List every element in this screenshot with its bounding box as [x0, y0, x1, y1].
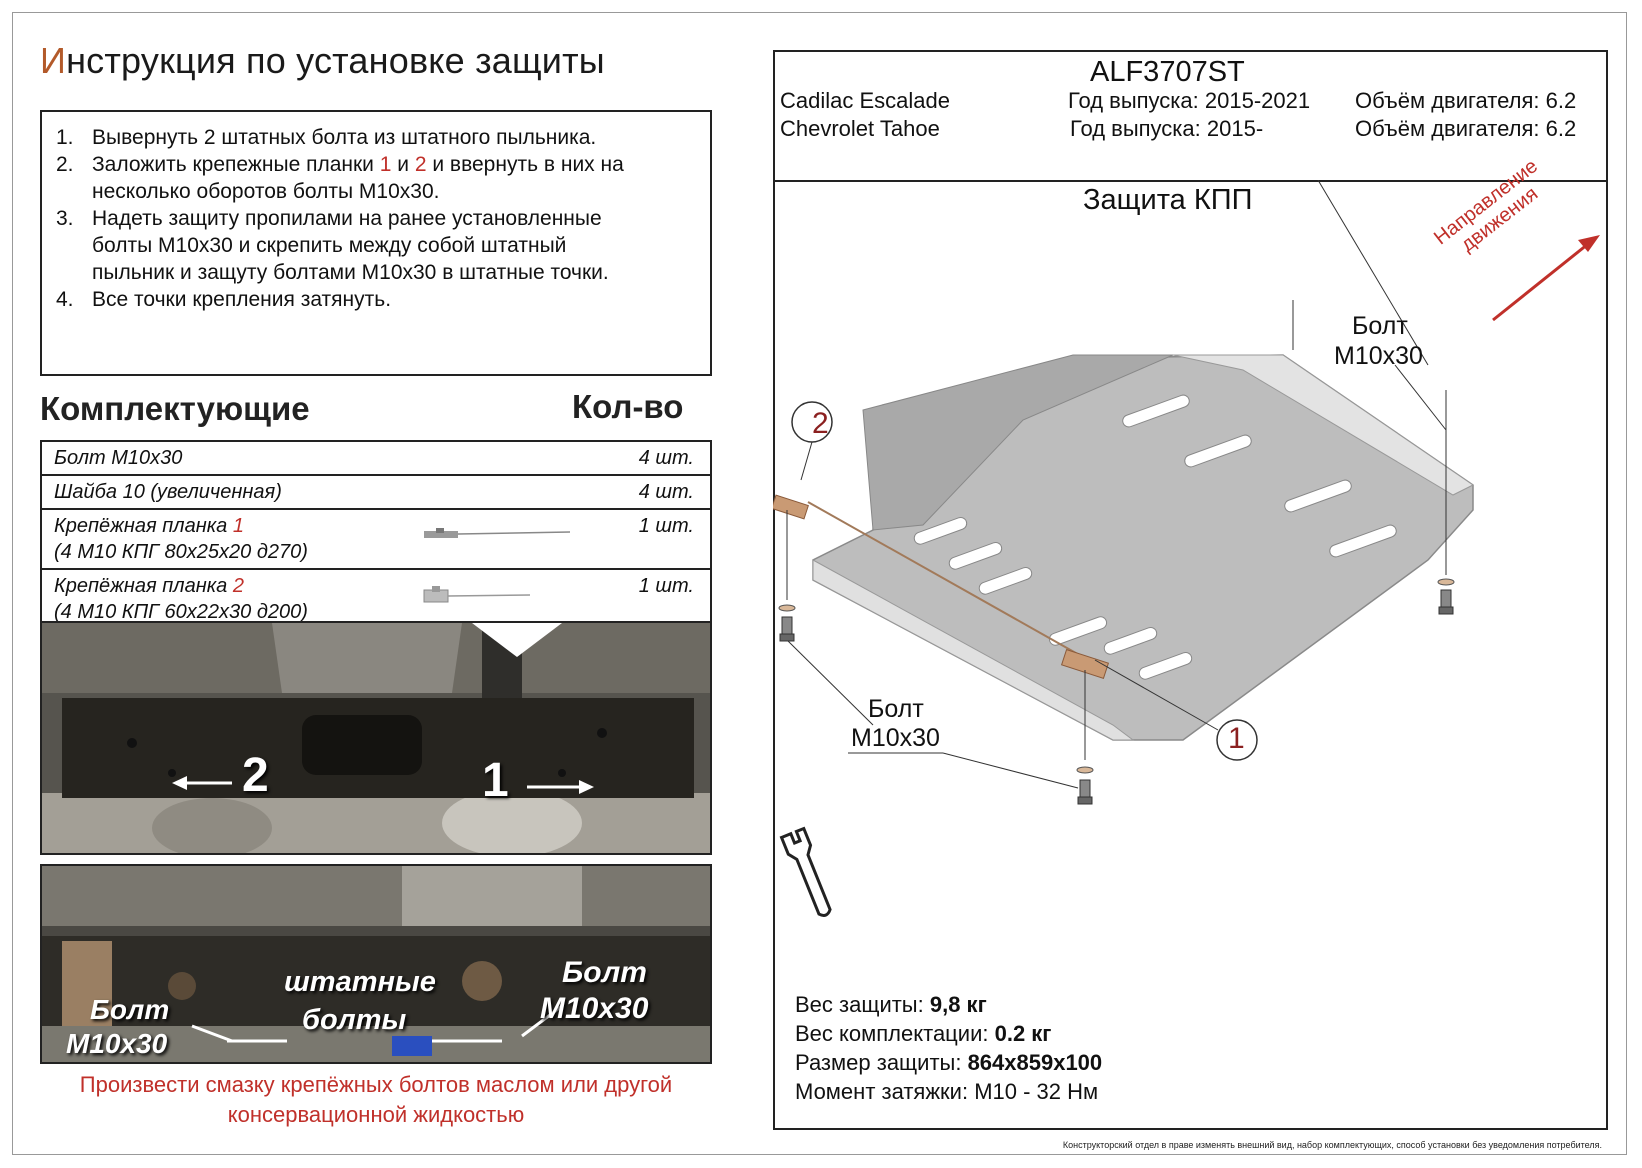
specs-block: Вес защиты: 9,8 кг Вес комплектации: 0.2… [795, 990, 1102, 1106]
spec-weight: Вес защиты: 9,8 кг [795, 992, 987, 1017]
step-3: 3.Надеть защиту пропилами на ранее устан… [56, 207, 602, 230]
skid-plate-drawing [773, 180, 1600, 917]
callout-bottom-line-1: Болт [868, 695, 924, 723]
step-3-line-3: пыльник и защуту болтами М10х30 в штатны… [92, 261, 609, 284]
part-row: Крепёжная планка 1(4 М10 КПГ 80х25х20 д2… [42, 510, 710, 570]
direction-arrow-head-icon [1578, 235, 1600, 252]
step-4: 4.Все точки крепления затянуть. [56, 288, 392, 311]
header-divider [775, 180, 1606, 182]
product-code: ALF3707ST [1090, 56, 1245, 88]
product-panel [773, 50, 1608, 1130]
car-year-1: Год выпуска: 2015-2021 [1068, 88, 1311, 113]
photo-2-bolt-left-line-1: Болт [90, 994, 170, 1025]
car-engine-1: Объём двигателя: 6.2 [1355, 88, 1577, 113]
photo-1-label-1: 1 [482, 754, 509, 807]
mounting-plate-1 [1060, 648, 1110, 680]
marker-2-label: 2 [812, 407, 829, 440]
spec-size: Размер защиты: 864х859х100 [795, 1050, 1103, 1075]
plate-bottom-rib [812, 559, 1135, 741]
spec-torque: Момент затяжки: М10 - 32 Нм [795, 1079, 1099, 1104]
mounting-bar [807, 501, 1107, 671]
step-2-cont: несколько оборотов болты М10х30. [92, 180, 440, 203]
bolt-icons [778, 578, 1455, 805]
car-model-2: Chevrolet Tahoe [780, 116, 940, 141]
photo-2-bolt-right-line-1: Болт [562, 956, 647, 989]
photo-2-stock-line-1: штатные [284, 966, 436, 998]
spec-kit-weight: Вес комплектации: 0.2 кг [795, 1021, 1052, 1046]
car-year-2: Год выпуска: 2015- [1070, 116, 1264, 141]
wrench-icon [779, 826, 832, 917]
photo-1-illustration [42, 623, 710, 853]
car-model-1: Cadilac Escalade [780, 88, 950, 113]
instructions-box: 1.Вывернуть 2 штатных болта из штатного … [40, 110, 712, 376]
plate-top-rib [1172, 354, 1474, 496]
step-3-line-2: болты М10х30 и скрепить между собой штат… [92, 234, 567, 257]
callout-top-line-2: М10х30 [1334, 342, 1423, 370]
photo-1-label-2: 2 [242, 749, 269, 802]
qty-header: Кол-во [572, 388, 684, 425]
callout-bottom-line-2: М10х30 [851, 724, 940, 752]
plate-left-flange [862, 354, 1174, 531]
marker-1-label: 1 [1228, 722, 1245, 755]
plate-2-thumbnail [423, 586, 531, 603]
marker-1-circle [1216, 719, 1258, 761]
part-row: Крепёжная планка 2(4 М10 КПГ 60х22х30 д2… [54, 575, 694, 623]
part-row: Шайба 10 (увеличенная)4 шт. [42, 476, 710, 510]
photo-crossmember-bottom: Болт М10х30 штатные болты Болт М10х30 [40, 864, 712, 1064]
photo-2-bolt-right-line-2: М10х30 [540, 992, 649, 1025]
photo-2-bolt-left-line-2: М10х30 [66, 1028, 168, 1059]
direction-arrow [1492, 238, 1594, 322]
step-1: 1.Вывернуть 2 штатных болта из штатного … [56, 126, 597, 149]
mounting-plate-2 [773, 494, 809, 520]
car-engine-2: Объём двигателя: 6.2 [1355, 116, 1577, 141]
photo-2-illustration [42, 866, 710, 1062]
callout-top-line-1: Болт [1352, 312, 1408, 340]
step-2: 2.Заложить крепежные планки 1 и 2 и ввер… [56, 153, 624, 176]
parts-header: Комплектующие [40, 390, 310, 427]
lubrication-note: Произвести смазку крепёжных болтов масло… [79, 1072, 673, 1127]
page-frame [12, 12, 1627, 1155]
plate-1-thumbnail [424, 528, 571, 538]
page-title: Инструкция по установке защиты [40, 40, 605, 81]
photo-2-stock-line-2: болты [302, 1004, 407, 1036]
photo-crossmember-top: 2 1 [40, 621, 712, 855]
part-name: Защита КПП [1083, 184, 1253, 216]
footnote: Конструкторский отдел в праве изменять в… [1062, 1140, 1602, 1150]
